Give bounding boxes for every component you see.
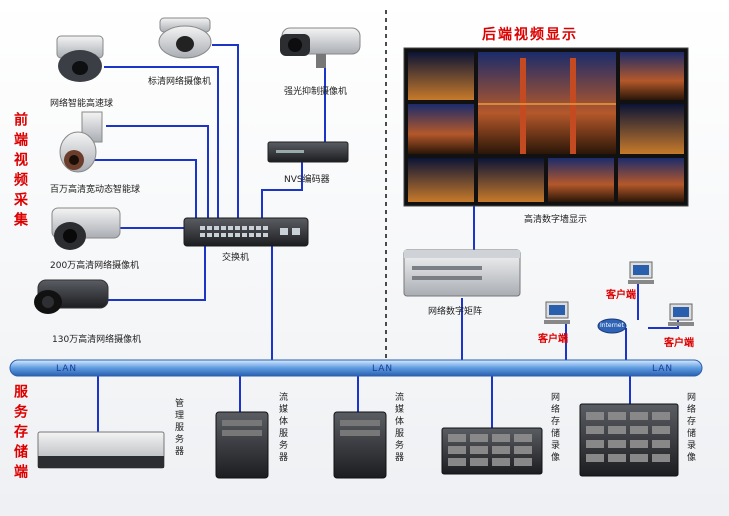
nvr-1-label: 网络存储录像 [549,392,559,464]
back-end-title: 后端视频显示 [482,27,578,43]
nvr-2-label: 网络存储录像 [685,392,695,464]
client-label-3: 客户端 [664,338,694,349]
front-end-title: 前端视频采集 [12,112,28,232]
strong-light-camera [280,27,361,68]
stream-server-1-device [215,411,269,479]
video-wall-device [403,47,689,207]
strong-light-label: 强光抑制摄像机 [284,87,348,97]
lan-label-2: LAN [372,364,394,374]
lan-label-3: LAN [652,364,674,374]
internet-label: Internet [600,322,624,329]
camera-links [90,44,679,432]
nvs-encoder-device [267,141,349,163]
lan-bus [9,359,703,377]
client-label-1: 客户端 [606,290,636,301]
matrix-device [403,249,521,297]
cam-130w-camera [34,279,109,314]
client-pc-2 [544,301,570,324]
nvs-label: NVS编码器 [284,175,330,185]
nvr-2-device [579,403,679,477]
lan-label-1: LAN [56,364,78,374]
service-storage-title: 服务存储端 [12,384,28,484]
matrix-label: 网络数字矩阵 [428,307,483,317]
speed-dome-label: 网络智能高速球 [50,99,114,109]
client-pc-3 [668,303,694,326]
video-wall-label: 高清数字墙显示 [524,215,588,225]
client-pc-1 [628,261,654,284]
cam-200w-label: 200万高清网络摄像机 [50,261,140,271]
stream-server-2-device [333,411,387,479]
switch-device [183,217,309,247]
client-label-2: 客户端 [538,334,568,345]
hd-network-camera [158,17,212,59]
mgmt-server-device [37,431,165,469]
mgmt-server-label: 管理服务器 [173,398,183,458]
hd-network-label: 标清网络摄像机 [148,77,212,87]
internet-router [597,318,627,334]
stream-server-2-label: 流媒体服务器 [393,392,403,464]
switch-label: 交换机 [222,253,250,263]
wdr-dome-camera [59,111,103,173]
stream-server-1-label: 流媒体服务器 [277,392,287,464]
cam-200w-camera [51,207,121,250]
nvr-1-device [441,427,543,475]
cam-130w-label: 130万高清网络摄像机 [52,335,142,345]
speed-dome-camera [56,35,104,82]
wdr-dome-label: 百万高清宽动态智能球 [50,185,141,195]
